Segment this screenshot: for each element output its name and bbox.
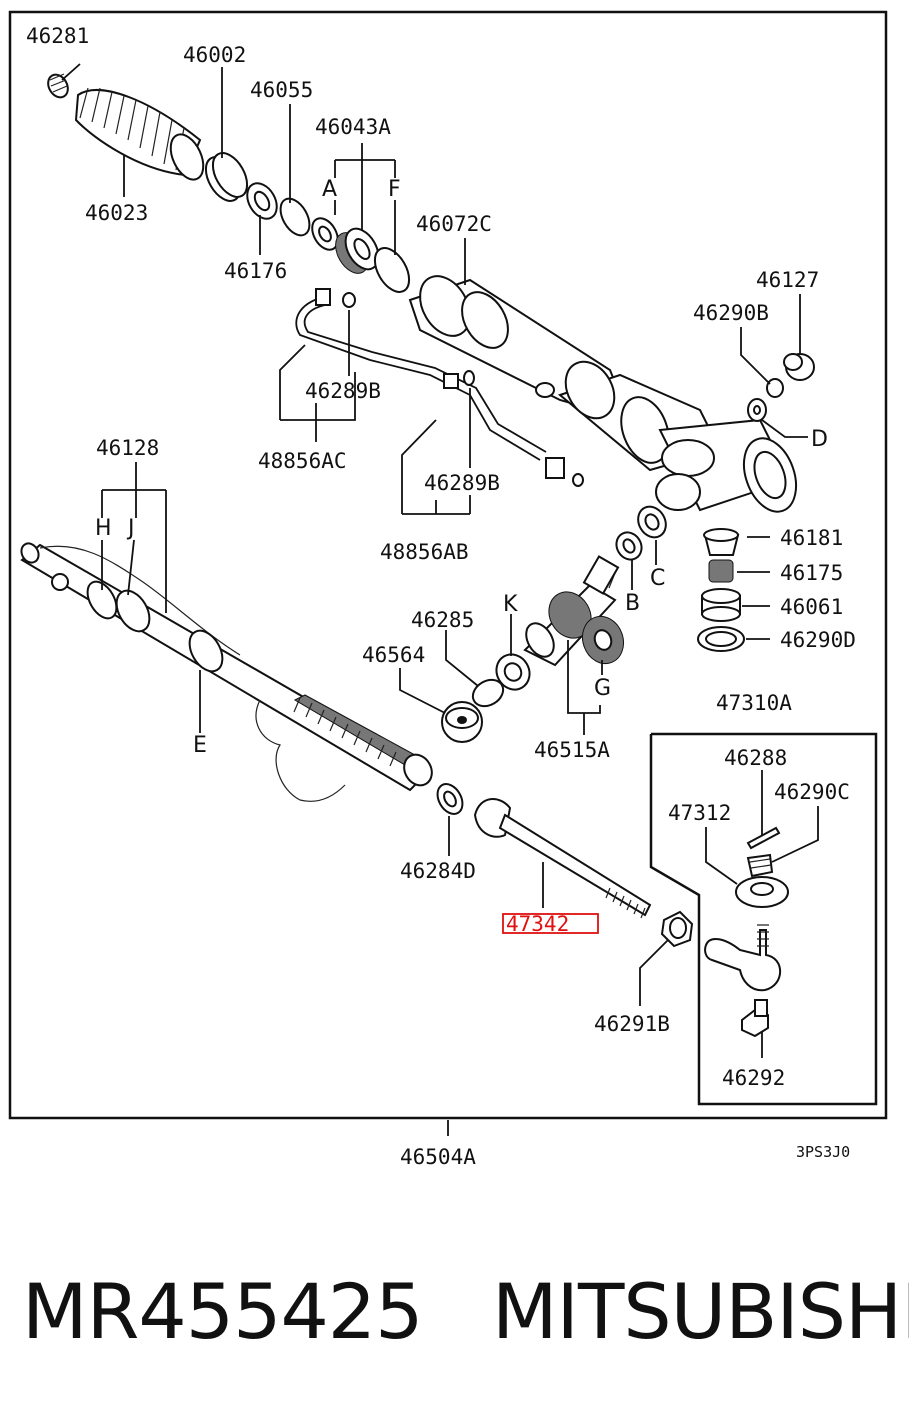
part-46181-plug [703,528,740,556]
label-46290B: 46290B [693,301,769,325]
part-46061-yoke [701,588,741,622]
label-46127: 46127 [756,268,819,292]
tie-rod-end-frame [649,732,878,1106]
label-47342: 47342 [506,912,569,936]
part-46289B-oring-3 [572,473,584,487]
part-ring-h [86,580,118,620]
part-46290C-nut [746,853,774,878]
part-46291B-nut [660,910,694,948]
leader-lines [61,63,819,1136]
label-46285: 46285 [411,608,474,632]
label-46055: 46055 [250,78,313,102]
caption-text: MR455425 MITSUBISHI [22,1267,909,1356]
part-46175-spring [708,559,734,583]
letter-g: G [594,676,611,701]
parts-diagram: 46281 46002 46055 46043A 46023 46176 460… [8,10,888,1169]
part-46284D-bushing [436,783,464,815]
label-46290C: 46290C [774,780,850,804]
letter-j: J [126,516,135,541]
highlight-box-47342 [502,913,599,934]
part-ring-k [495,653,531,691]
part-46289B-oring-1 [342,292,356,308]
part-46290D-oring [697,626,745,652]
label-46564: 46564 [362,643,425,667]
label-46176: 46176 [224,259,287,283]
part-46289B-oring-2 [463,370,475,386]
part-46127-cap [783,353,815,381]
letter-h: H [95,516,112,541]
part-46176-ring [246,182,278,220]
label-46292: 46292 [722,1066,785,1090]
label-46181: 46181 [780,526,843,550]
part-tie-rod-end [704,924,781,992]
label-46289B-lower: 46289B [424,471,500,495]
label-47310A: 47310A [716,691,792,715]
label-46281: 46281 [26,24,89,48]
part-46285-oring [471,678,505,708]
part-46072C-housing [408,275,798,513]
label-46515A: 46515A [534,738,610,762]
letter-b: B [625,591,640,616]
part-ring-c [637,505,667,539]
diagram-frame [8,10,888,1120]
label-diagram-code: 3PS3J0 [796,1143,850,1161]
label-46291B: 46291B [594,1012,670,1036]
part-ring-b [615,531,643,561]
part-46055-snap-ring [279,197,311,237]
part-ring-f [373,247,411,293]
label-46002: 46002 [183,43,246,67]
part-46128-rack [20,542,433,802]
letter-c: C [650,566,665,591]
part-46023-bellows [74,87,205,181]
part-46002-band [204,152,249,202]
label-46023: 46023 [85,201,148,225]
part-46288-pin [746,826,781,850]
label-46072C: 46072C [416,212,492,236]
letter-k: K [503,592,518,617]
label-46289B-upper: 46289B [305,379,381,403]
label-46043A: 46043A [315,115,391,139]
label-46504A: 46504A [400,1145,476,1169]
part-46292-fitting [741,999,769,1038]
part-bushing-a [311,217,339,251]
label-46290D: 46290D [780,628,856,652]
label-48856AB: 48856AB [380,540,469,564]
part-46515A-pinion [523,555,620,667]
part-47342-tie-rod [473,798,652,919]
part-46564-cap [441,701,483,743]
label-48856AC: 48856AC [258,449,347,473]
letter-a: A [322,177,337,202]
part-46043A-seal [335,227,380,274]
part-47312-boot-hole [750,882,774,896]
part-48856-pipes [295,288,565,479]
caption: MR455425 MITSUBISHI [0,1262,909,1372]
letter-e: E [193,733,207,758]
label-46288: 46288 [724,746,787,770]
label-46284D: 46284D [400,859,476,883]
label-46128: 46128 [96,436,159,460]
label-47312: 47312 [668,801,731,825]
label-46061: 46061 [780,595,843,619]
part-ring-e [188,629,224,673]
label-46175: 46175 [780,561,843,585]
letter-f: F [388,177,401,202]
part-bearing-g [581,615,625,665]
part-washer-d [747,398,767,422]
part-ring-j [115,589,151,633]
part-46290B-oring [766,378,784,398]
letter-d: D [811,427,828,452]
